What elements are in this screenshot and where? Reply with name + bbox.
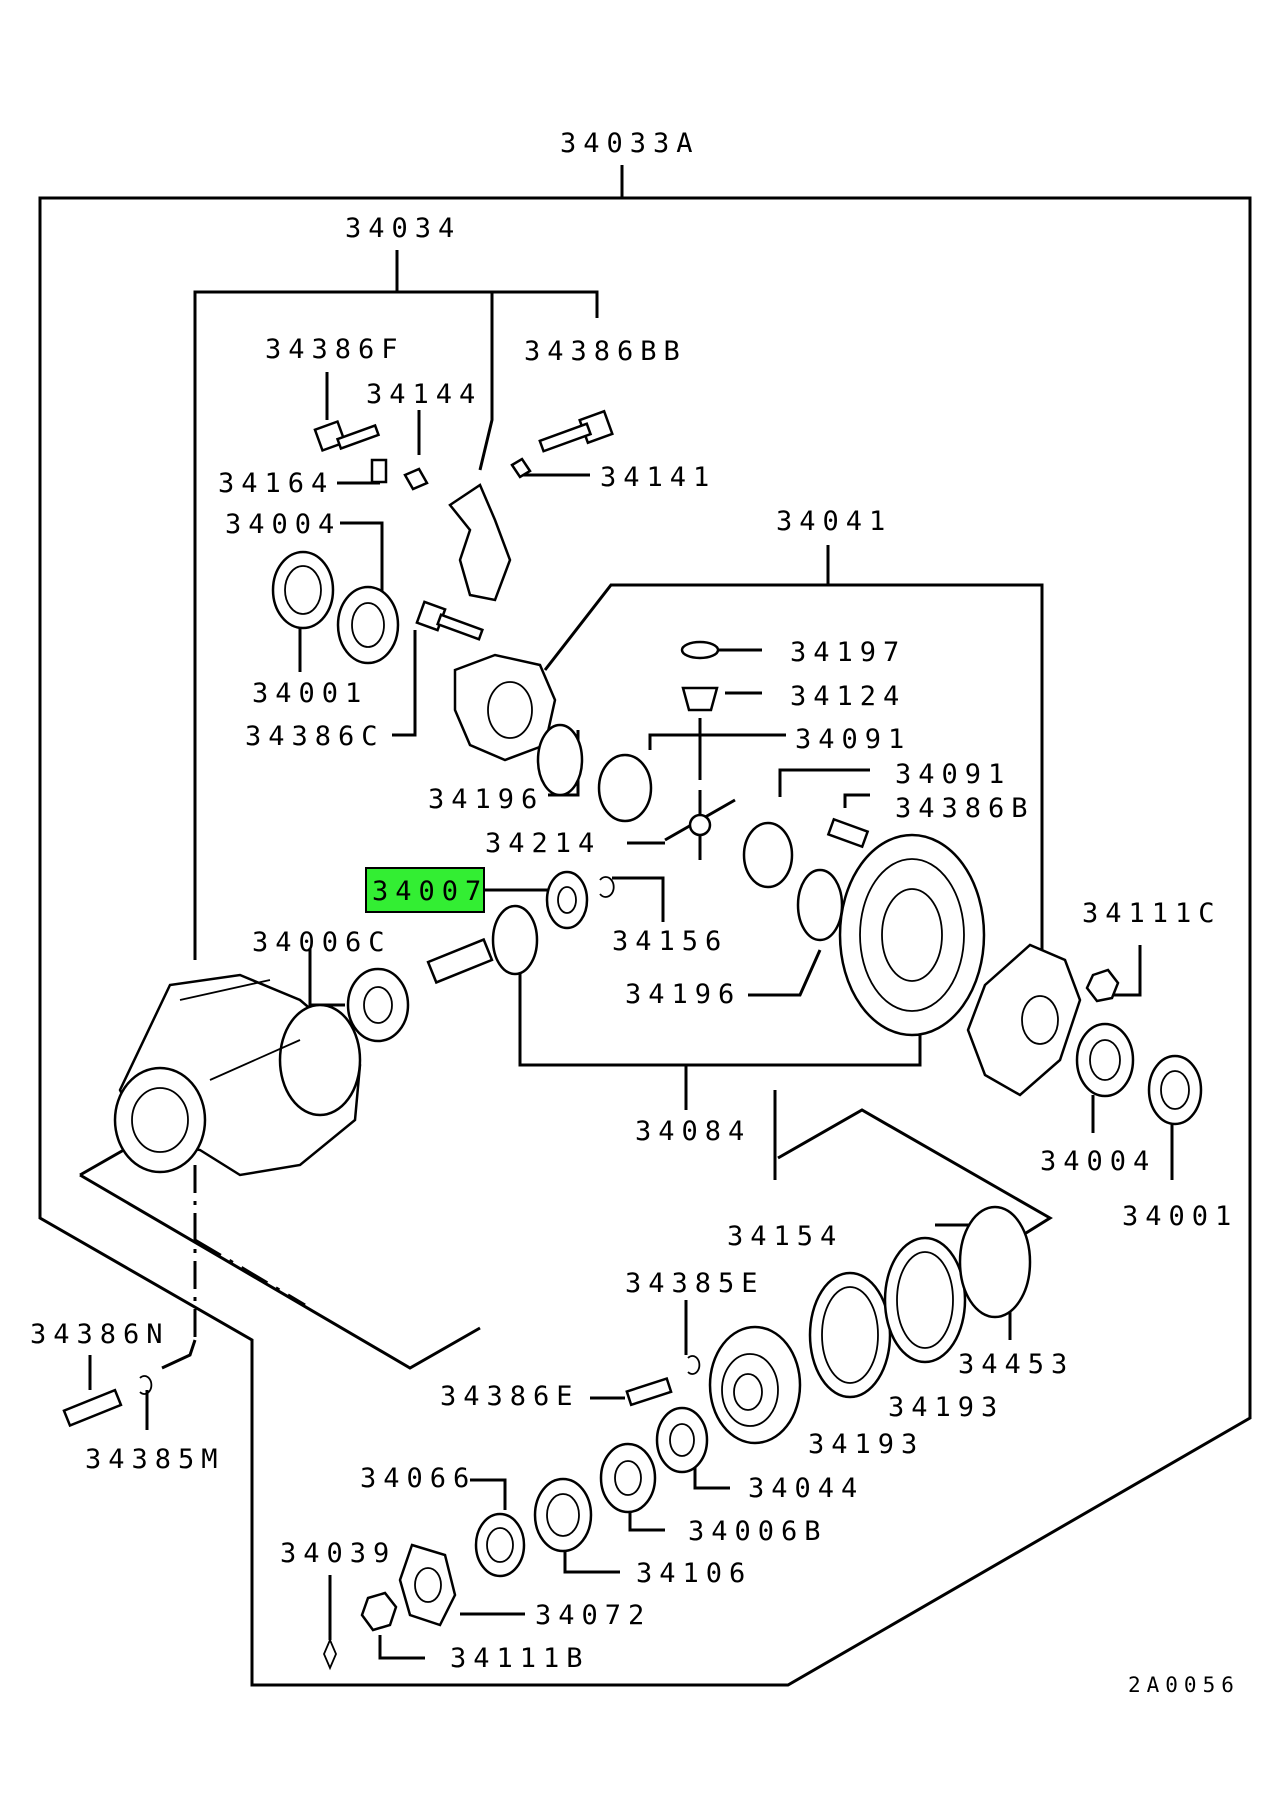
bearing-34044 — [655, 1406, 709, 1474]
label-34141[interactable]: 34141 — [600, 462, 716, 493]
label-34004-top[interactable]: 34004 — [225, 509, 341, 540]
label-34041[interactable]: 34041 — [776, 506, 892, 537]
side-nut-34001-top — [271, 550, 335, 630]
label-34196-a[interactable]: 34196 — [428, 784, 544, 815]
bolt-34386N — [62, 1388, 123, 1428]
lock-plate-34164 — [370, 458, 388, 484]
label-34111B[interactable]: 34111B — [450, 1643, 590, 1674]
carrier-housing — [113, 973, 362, 1177]
label-34124[interactable]: 34124 — [790, 681, 906, 712]
assembly-frames — [38, 165, 1252, 1687]
label-34072[interactable]: 34072 — [535, 1600, 651, 1631]
label-34164[interactable]: 34164 — [218, 468, 334, 499]
nut-34111B — [360, 1591, 398, 1632]
label-34386N[interactable]: 34386N — [30, 1319, 170, 1350]
label-34386BB[interactable]: 34386BB — [524, 336, 687, 367]
figure-code: 2A0056 — [1128, 1673, 1240, 1697]
label-34386C[interactable]: 34386C — [245, 721, 385, 752]
label-34091-b[interactable]: 34091 — [895, 759, 1011, 790]
side-gear-34091-b — [742, 821, 794, 889]
thrust-washer-34196-a — [536, 723, 584, 797]
side-nut-34001-bot — [1147, 1054, 1203, 1126]
ring-gear — [838, 833, 986, 1037]
clip-34141 — [510, 457, 532, 479]
bolt-34386C — [415, 600, 484, 641]
label-34193-a[interactable]: 34193 — [808, 1429, 924, 1460]
drive-pinion — [426, 904, 539, 985]
bolt-34386B — [826, 817, 870, 849]
diff-case-flange — [966, 943, 1082, 1097]
label-34006C[interactable]: 34006C — [252, 927, 392, 958]
leader-lines — [88, 372, 1174, 1660]
label-34007[interactable]: 34007 — [372, 876, 488, 907]
label-34044[interactable]: 34044 — [748, 1473, 864, 1504]
label-34084[interactable]: 34084 — [635, 1116, 751, 1147]
bolt-34386F — [313, 419, 381, 453]
label-34196-b[interactable]: 34196 — [625, 979, 741, 1010]
label-34033A[interactable]: 34033A — [560, 128, 700, 159]
bearing-34004-top — [336, 585, 400, 665]
label-34193-b[interactable]: 34193 — [888, 1392, 1004, 1423]
label-34386E[interactable]: 34386E — [440, 1381, 580, 1412]
label-34385M[interactable]: 34385M — [85, 1444, 225, 1475]
spider-34214 — [664, 790, 736, 860]
pinion-gear-34124 — [681, 686, 719, 712]
label-34034[interactable]: 34034 — [345, 213, 461, 244]
label-34386B[interactable]: 34386B — [895, 793, 1035, 824]
cover-34154 — [708, 1325, 802, 1445]
thrust-washer-34196-b — [796, 868, 844, 942]
label-34039[interactable]: 34039 — [280, 1538, 396, 1569]
label-34004-bot[interactable]: 34004 — [1040, 1146, 1156, 1177]
bolt-34386BB — [538, 409, 614, 453]
label-34111C[interactable]: 34111C — [1082, 898, 1222, 929]
nut-34111C — [1085, 968, 1120, 1003]
washer-34385E — [687, 1355, 701, 1375]
spacer-34106 — [533, 1477, 593, 1553]
label-34001-top[interactable]: 34001 — [252, 678, 368, 709]
label-34197[interactable]: 34197 — [790, 637, 906, 668]
label-34001-bot[interactable]: 34001 — [1122, 1201, 1238, 1232]
label-34144[interactable]: 34144 — [366, 379, 482, 410]
bearing-34004-bot — [1075, 1022, 1135, 1098]
cotter-pin-34039 — [323, 1637, 337, 1671]
gasket-34193-b — [883, 1236, 967, 1364]
label-34066[interactable]: 34066 — [360, 1463, 476, 1494]
bearing-34006C — [346, 967, 410, 1043]
bearing-34007 — [545, 870, 589, 930]
side-gear-34091-a — [597, 753, 653, 823]
part-labels: 34033A 34034 34386F 34386BB 34144 34164 … — [30, 128, 1240, 1697]
label-34214[interactable]: 34214 — [485, 828, 601, 859]
bolt-34386E — [625, 1376, 673, 1407]
label-34385E[interactable]: 34385E — [625, 1268, 765, 1299]
lock-34144 — [403, 467, 429, 491]
label-34386F[interactable]: 34386F — [265, 334, 405, 365]
bearing-cap — [448, 483, 512, 602]
washer-34197 — [680, 640, 720, 660]
highlight-34007 — [365, 867, 485, 913]
label-34154[interactable]: 34154 — [727, 1221, 843, 1252]
plate-34453 — [958, 1205, 1032, 1319]
snap-ring-34156 — [599, 876, 615, 898]
label-34453[interactable]: 34453 — [958, 1349, 1074, 1380]
label-34106[interactable]: 34106 — [636, 1558, 752, 1589]
washer-34385M — [139, 1375, 153, 1395]
oil-seal-34066 — [474, 1512, 526, 1578]
label-34006B[interactable]: 34006B — [688, 1516, 828, 1547]
bearing-34006B — [599, 1442, 657, 1514]
gasket-34193-a — [808, 1271, 892, 1399]
flange-34072 — [398, 1543, 457, 1627]
label-34156[interactable]: 34156 — [612, 926, 728, 957]
parts — [62, 409, 1203, 1671]
label-34091-a[interactable]: 34091 — [795, 724, 911, 755]
